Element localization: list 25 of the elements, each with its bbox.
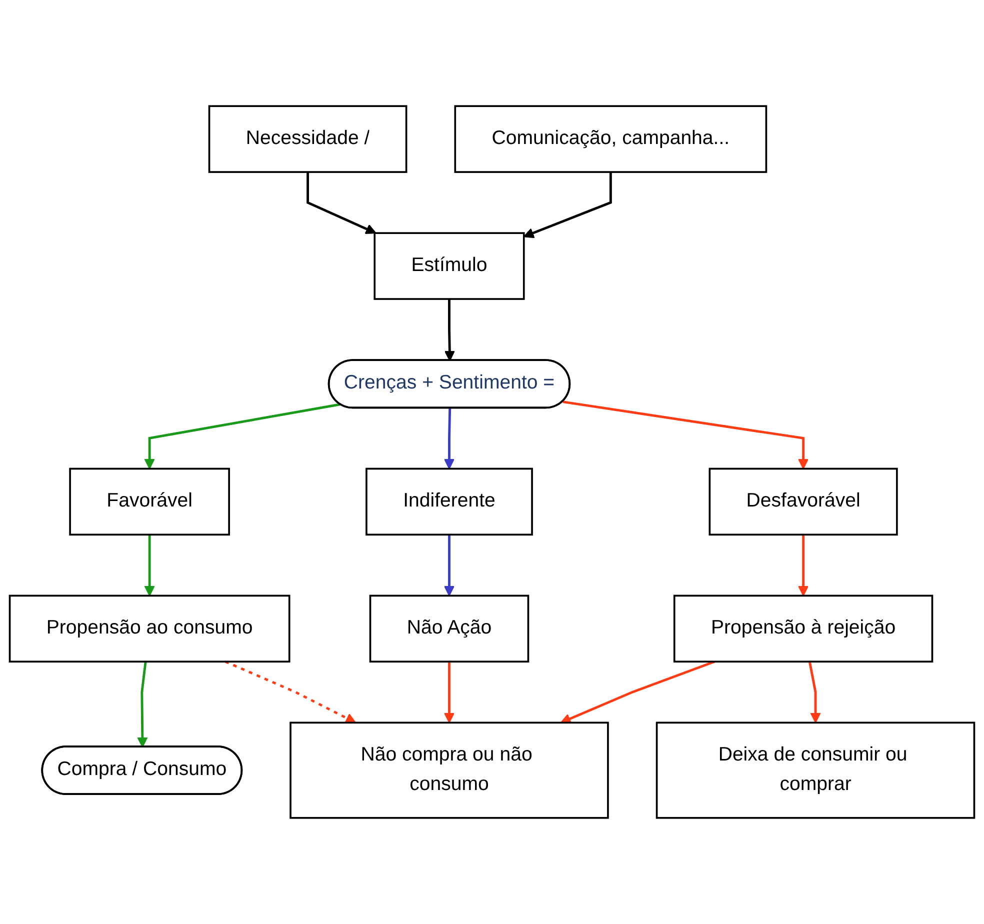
arrow bbox=[224, 660, 356, 724]
node-box: Deixa de consumir ou comprar bbox=[656, 722, 976, 819]
arrow bbox=[808, 661, 821, 724]
arrow bbox=[444, 408, 455, 470]
node-box: Necessidade / bbox=[208, 105, 408, 173]
arrow bbox=[523, 172, 612, 238]
arrow bbox=[137, 661, 148, 748]
node-box: Não compra ou não consumo bbox=[290, 722, 609, 819]
node-box: Favorável bbox=[69, 468, 230, 536]
arrow bbox=[144, 403, 340, 470]
arrow bbox=[562, 400, 809, 470]
arrow bbox=[306, 172, 376, 234]
arrow bbox=[798, 534, 809, 596]
arrow bbox=[144, 534, 155, 596]
arrow bbox=[560, 660, 715, 724]
node-box: Comunicação, campanha... bbox=[454, 105, 768, 173]
arrow bbox=[444, 534, 455, 596]
arrow bbox=[444, 299, 456, 362]
node-box: Propensão ao consumo bbox=[8, 594, 290, 663]
node-box: Propensão à rejeição bbox=[673, 594, 934, 663]
node-box: Desfavorável bbox=[708, 468, 898, 536]
arrow bbox=[444, 662, 455, 724]
node-box: Estímulo bbox=[374, 232, 525, 300]
node-box: Não Ação bbox=[369, 594, 530, 663]
node-box: Indiferente bbox=[366, 468, 533, 536]
